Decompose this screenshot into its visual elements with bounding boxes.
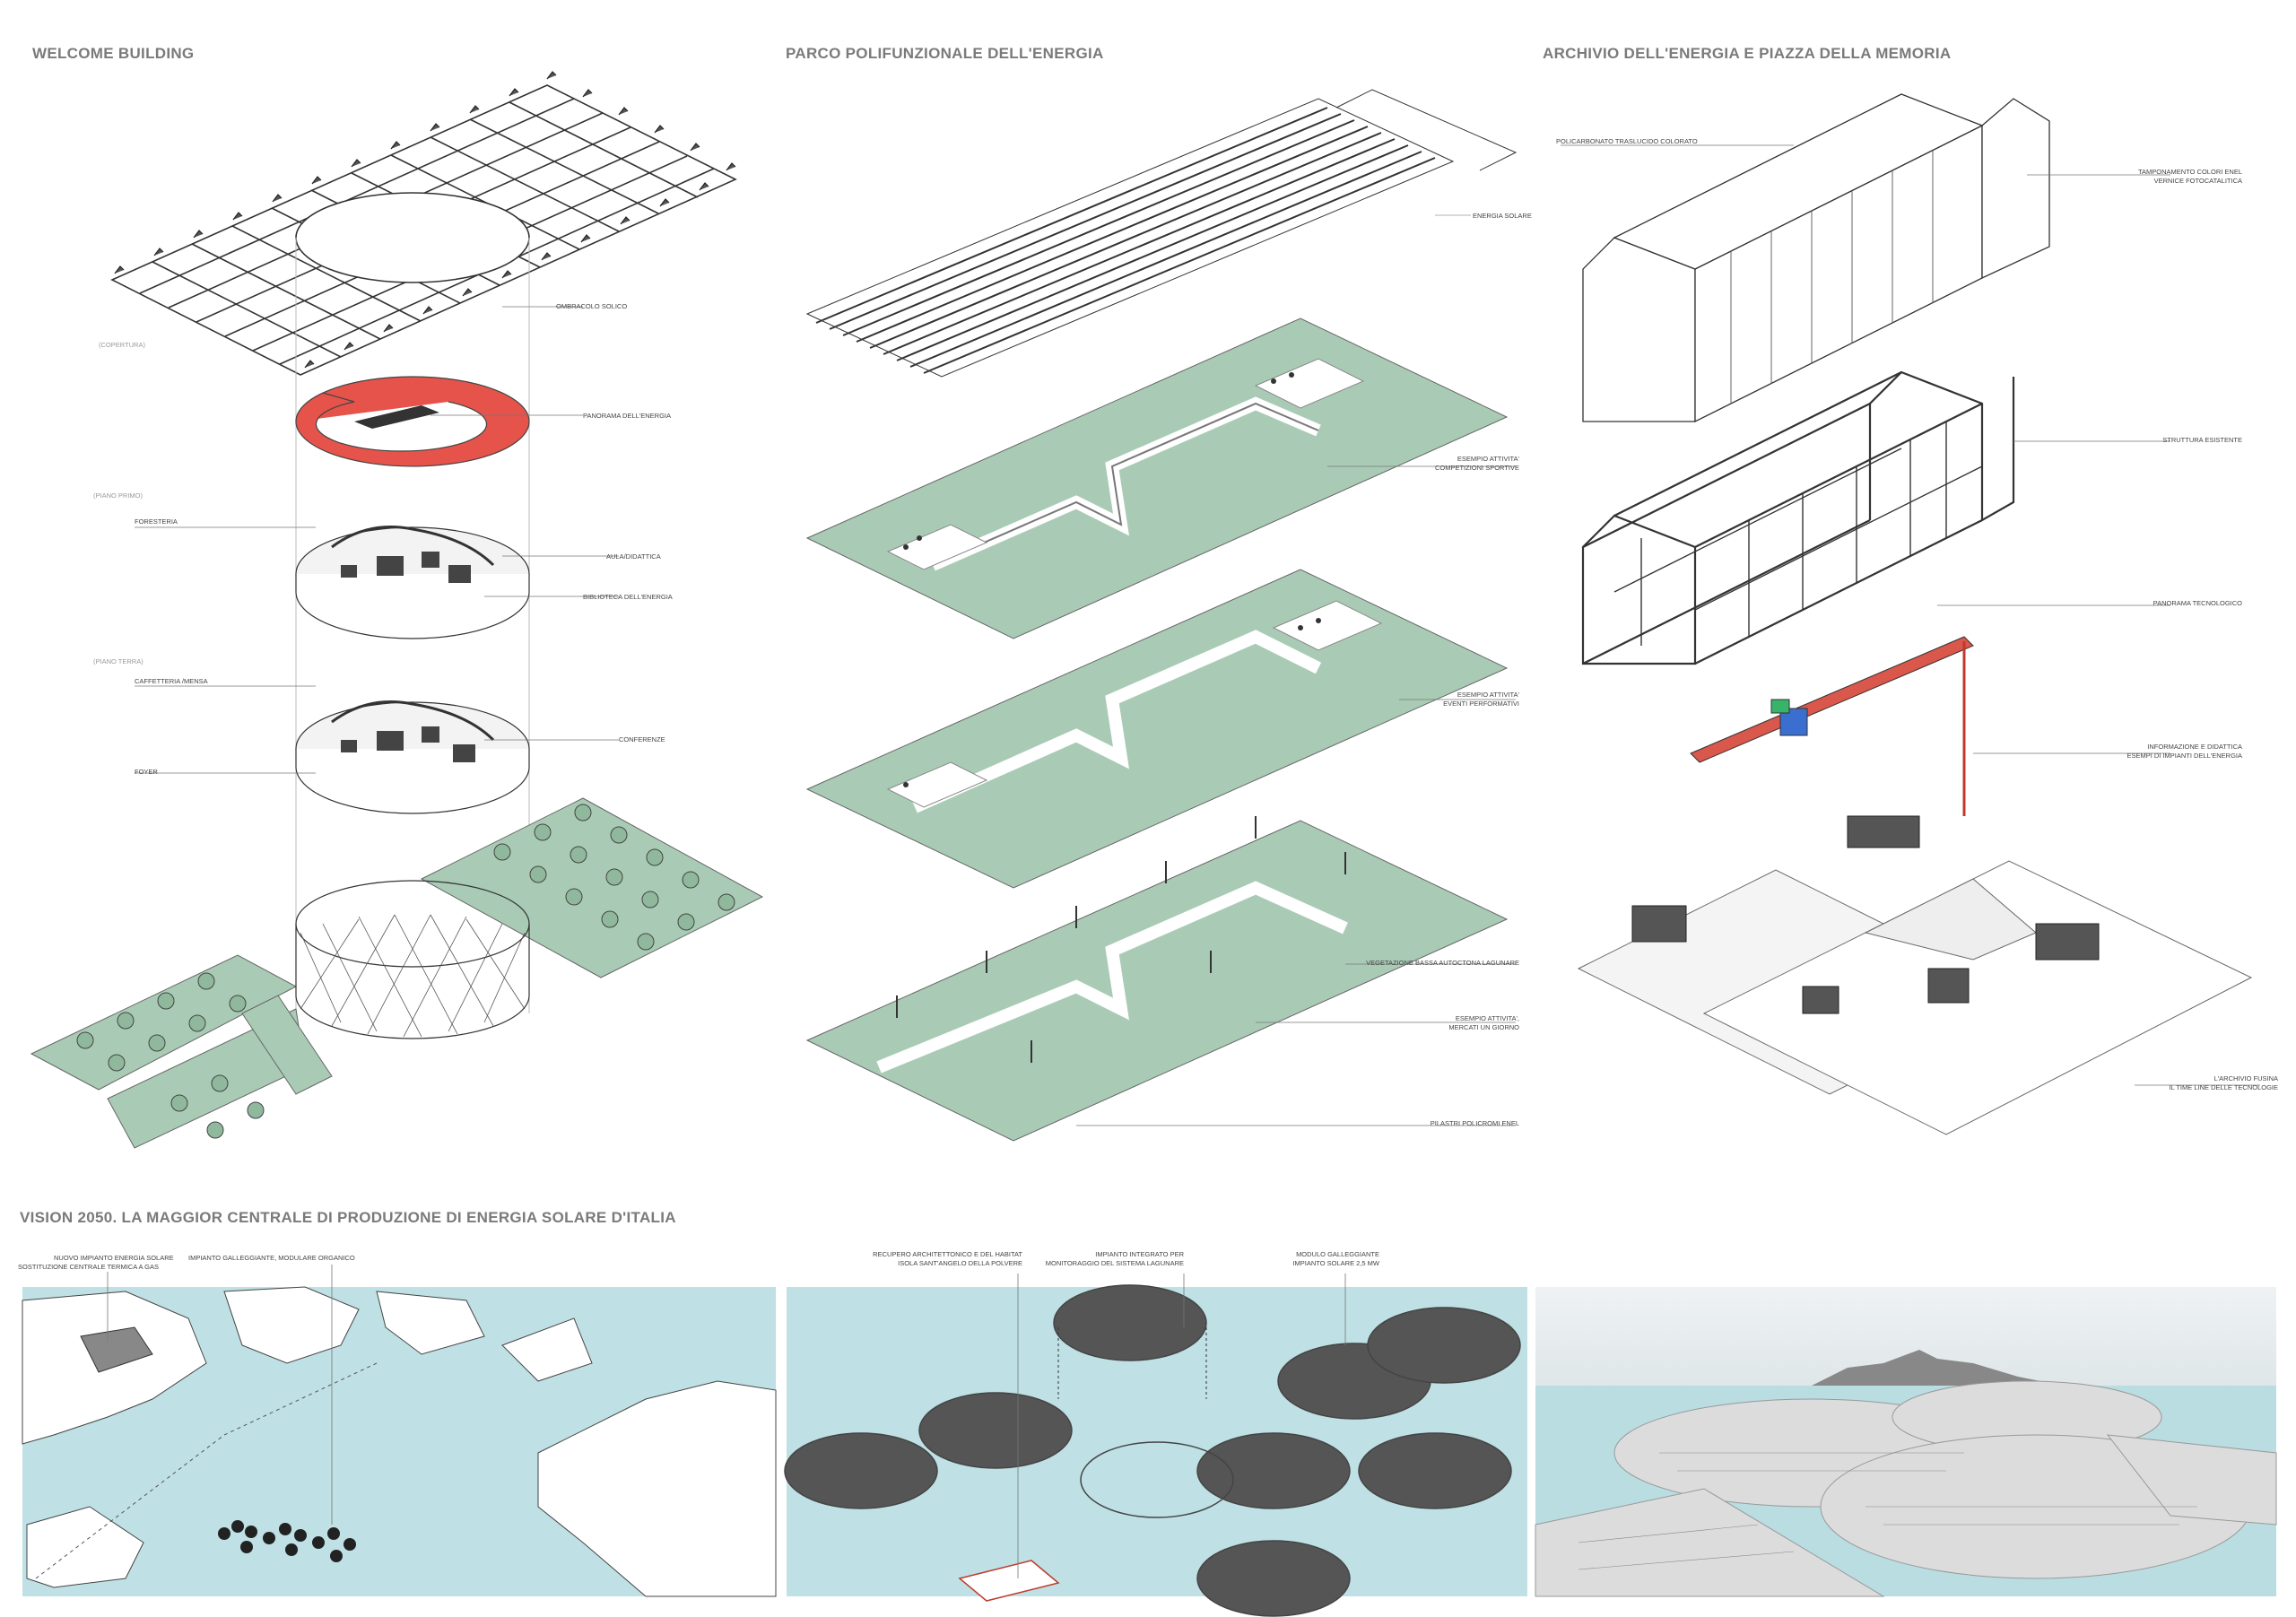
label-conferenze: CONFERENZE bbox=[619, 735, 665, 743]
trees bbox=[76, 804, 735, 1139]
label-foyer: FOYER bbox=[135, 768, 158, 776]
archivio-shell bbox=[1582, 93, 2050, 423]
label-integrato-a: IMPIANTO INTEGRATO PER bbox=[1095, 1250, 1184, 1258]
label-integrato-b: MONITORAGGIO DEL SISTEMA LAGUNARE bbox=[1045, 1259, 1184, 1267]
label-impianto-galleggiante: IMPIANTO GALLEGGIANTE, MODULARE ORGANICO bbox=[188, 1254, 355, 1262]
label-esempio-3a: ESEMPIO ATTIVITA', bbox=[1455, 1014, 1519, 1022]
label-archivio-a: L'ARCHIVIO FUSINA bbox=[2213, 1074, 2278, 1082]
piano-terra-disc bbox=[295, 700, 530, 814]
label-energia-solare: ENERGIA SOLARE bbox=[1473, 212, 1532, 220]
label-ombracolo: OMBRACOLO SOLICO bbox=[556, 302, 628, 310]
label-nuovo-impianto-a: NUOVO IMPIANTO ENERGIA SOLARE bbox=[54, 1254, 174, 1262]
label-informazione-a: INFORMAZIONE E DIDATTICA bbox=[2147, 743, 2242, 751]
label-tamponamento-b: VERNICE FOTOCATALITICA bbox=[2153, 177, 2242, 185]
label-primo-piano: (PIANO PRIMO) bbox=[93, 491, 144, 500]
label-esempio-2b: EVENTI PERFORMATIVI bbox=[1443, 700, 1519, 708]
parco-layer-3 bbox=[805, 816, 1509, 1142]
label-biblioteca: BIBLIOTECA DELL'ENERGIA bbox=[583, 593, 673, 601]
primo-piano-disc bbox=[295, 526, 530, 639]
label-piano-terra: (PIANO TERRA) bbox=[93, 657, 144, 665]
solar-circles bbox=[784, 1284, 1521, 1617]
label-policarbonato: POLICARBONATO TRASLUCIDO COLORATO bbox=[1556, 137, 1698, 145]
label-pilastri: PILASTRI POLICROMI ENEL bbox=[1430, 1119, 1519, 1127]
panorama-ring bbox=[295, 376, 530, 467]
label-recupero-b: ISOLA SANT'ANGELO DELLA POLVERE bbox=[898, 1259, 1022, 1267]
label-vegetazione: VEGETAZIONE BASSA AUTOCTONA LAGUNARE bbox=[1366, 959, 1519, 967]
label-esempio-1b: COMPETIZIONI SPORTIVE bbox=[1434, 464, 1519, 472]
panorama-crane bbox=[1690, 636, 1974, 816]
parco-layer-1 bbox=[805, 317, 1509, 639]
parco-layer-2 bbox=[805, 569, 1509, 889]
solar-canopy bbox=[805, 89, 1518, 378]
steel-frame bbox=[1581, 370, 2015, 665]
label-archivio-b: IL TIME LINE DELLE TECNOLOGIE bbox=[2169, 1083, 2278, 1091]
label-modulo-b: IMPIANTO SOLARE 2,5 MW bbox=[1292, 1259, 1379, 1267]
label-modulo-a: MODULO GALLEGGIANTE bbox=[1296, 1250, 1379, 1258]
roof-grid bbox=[110, 84, 737, 376]
welcome-park bbox=[30, 797, 764, 1149]
label-nuovo-impianto-b: SOSTITUZIONE CENTRALE TERMICA A GAS bbox=[18, 1263, 159, 1271]
title-vision-2050: VISION 2050. LA MAGGIOR CENTRALE DI PROD… bbox=[20, 1209, 676, 1226]
label-struttura-esistente: STRUTTURA ESISTENTE bbox=[2162, 436, 2242, 444]
label-caffetteria: CAFFETTERIA /MENSA bbox=[135, 677, 208, 685]
label-copertura: (COPERTURA) bbox=[99, 341, 145, 349]
label-esempio-1a: ESEMPIO ATTIVITA' bbox=[1457, 455, 1519, 463]
title-welcome-building: WELCOME BUILDING bbox=[32, 45, 195, 62]
label-foresteria: FORESTERIA bbox=[135, 517, 178, 526]
title-archivio-energia: ARCHIVIO DELL'ENERGIA E PIAZZA DELLA MEM… bbox=[1543, 45, 1952, 62]
label-aula: AULA/DIDATTICA bbox=[606, 552, 661, 561]
label-panorama-energia: PANORAMA DELL'ENERGIA bbox=[583, 412, 671, 420]
title-parco-polifunzionale: PARCO POLIFUNZIONALE DELL'ENERGIA bbox=[786, 45, 1104, 62]
label-esempio-2a: ESEMPIO ATTIVITA' bbox=[1457, 691, 1519, 699]
mesh-cylinder bbox=[295, 880, 530, 1039]
label-informazione-b: ESEMPI DI IMPIANTI DELL'ENERGIA bbox=[2126, 752, 2242, 760]
label-esempio-3b: MERCATI UN GIORNO bbox=[1448, 1023, 1519, 1031]
label-recupero-a: RECUPERO ARCHITETTONICO E DEL HABITAT bbox=[873, 1250, 1022, 1258]
floating-modules bbox=[218, 1520, 356, 1562]
archivio-base bbox=[1577, 860, 2253, 1135]
label-tamponamento-a: TAMPONAMENTO COLORI ENEL bbox=[2138, 168, 2242, 176]
label-panorama-tecnologico: PANORAMA TECNOLOGICO bbox=[2152, 599, 2242, 607]
